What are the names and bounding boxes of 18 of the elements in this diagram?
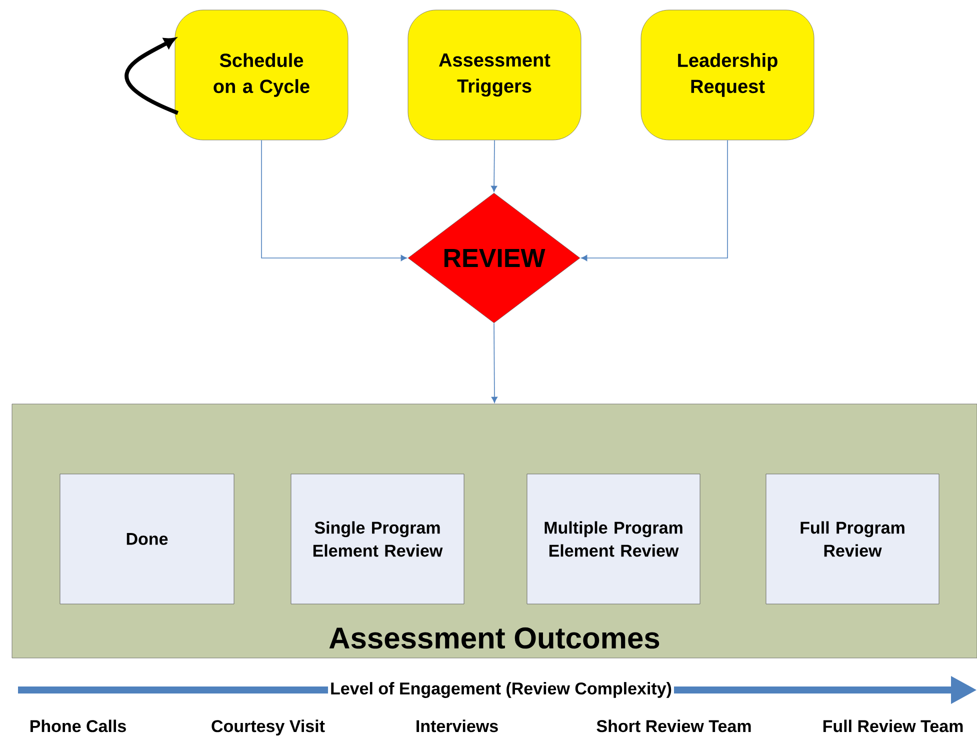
rounded-box: Schedule on a Cycle xyxy=(174,10,348,140)
process-box: Single Program Element Review xyxy=(290,474,464,604)
arrow xyxy=(490,140,498,192)
rounded-box: Leadership Request xyxy=(640,10,814,140)
scale-label: Short Review Team xyxy=(596,720,751,732)
arrow xyxy=(261,140,407,262)
arrow xyxy=(491,322,498,403)
scale-label: Phone Calls xyxy=(30,720,126,732)
process-box: Full Program Review xyxy=(766,474,940,604)
axis-label: Level of Engagement (Review Complexity) xyxy=(328,680,674,700)
process-box: Done xyxy=(60,474,234,604)
rounded-box: Assessment Triggers xyxy=(408,10,582,140)
process-box: Multiple Program Element Review xyxy=(526,474,700,604)
arrow xyxy=(124,38,179,115)
arrow xyxy=(581,140,728,262)
scale-label: Full Review Team xyxy=(823,720,963,732)
scale-label: Interviews xyxy=(416,720,498,732)
scale-label: Courtesy Visit xyxy=(212,720,325,736)
